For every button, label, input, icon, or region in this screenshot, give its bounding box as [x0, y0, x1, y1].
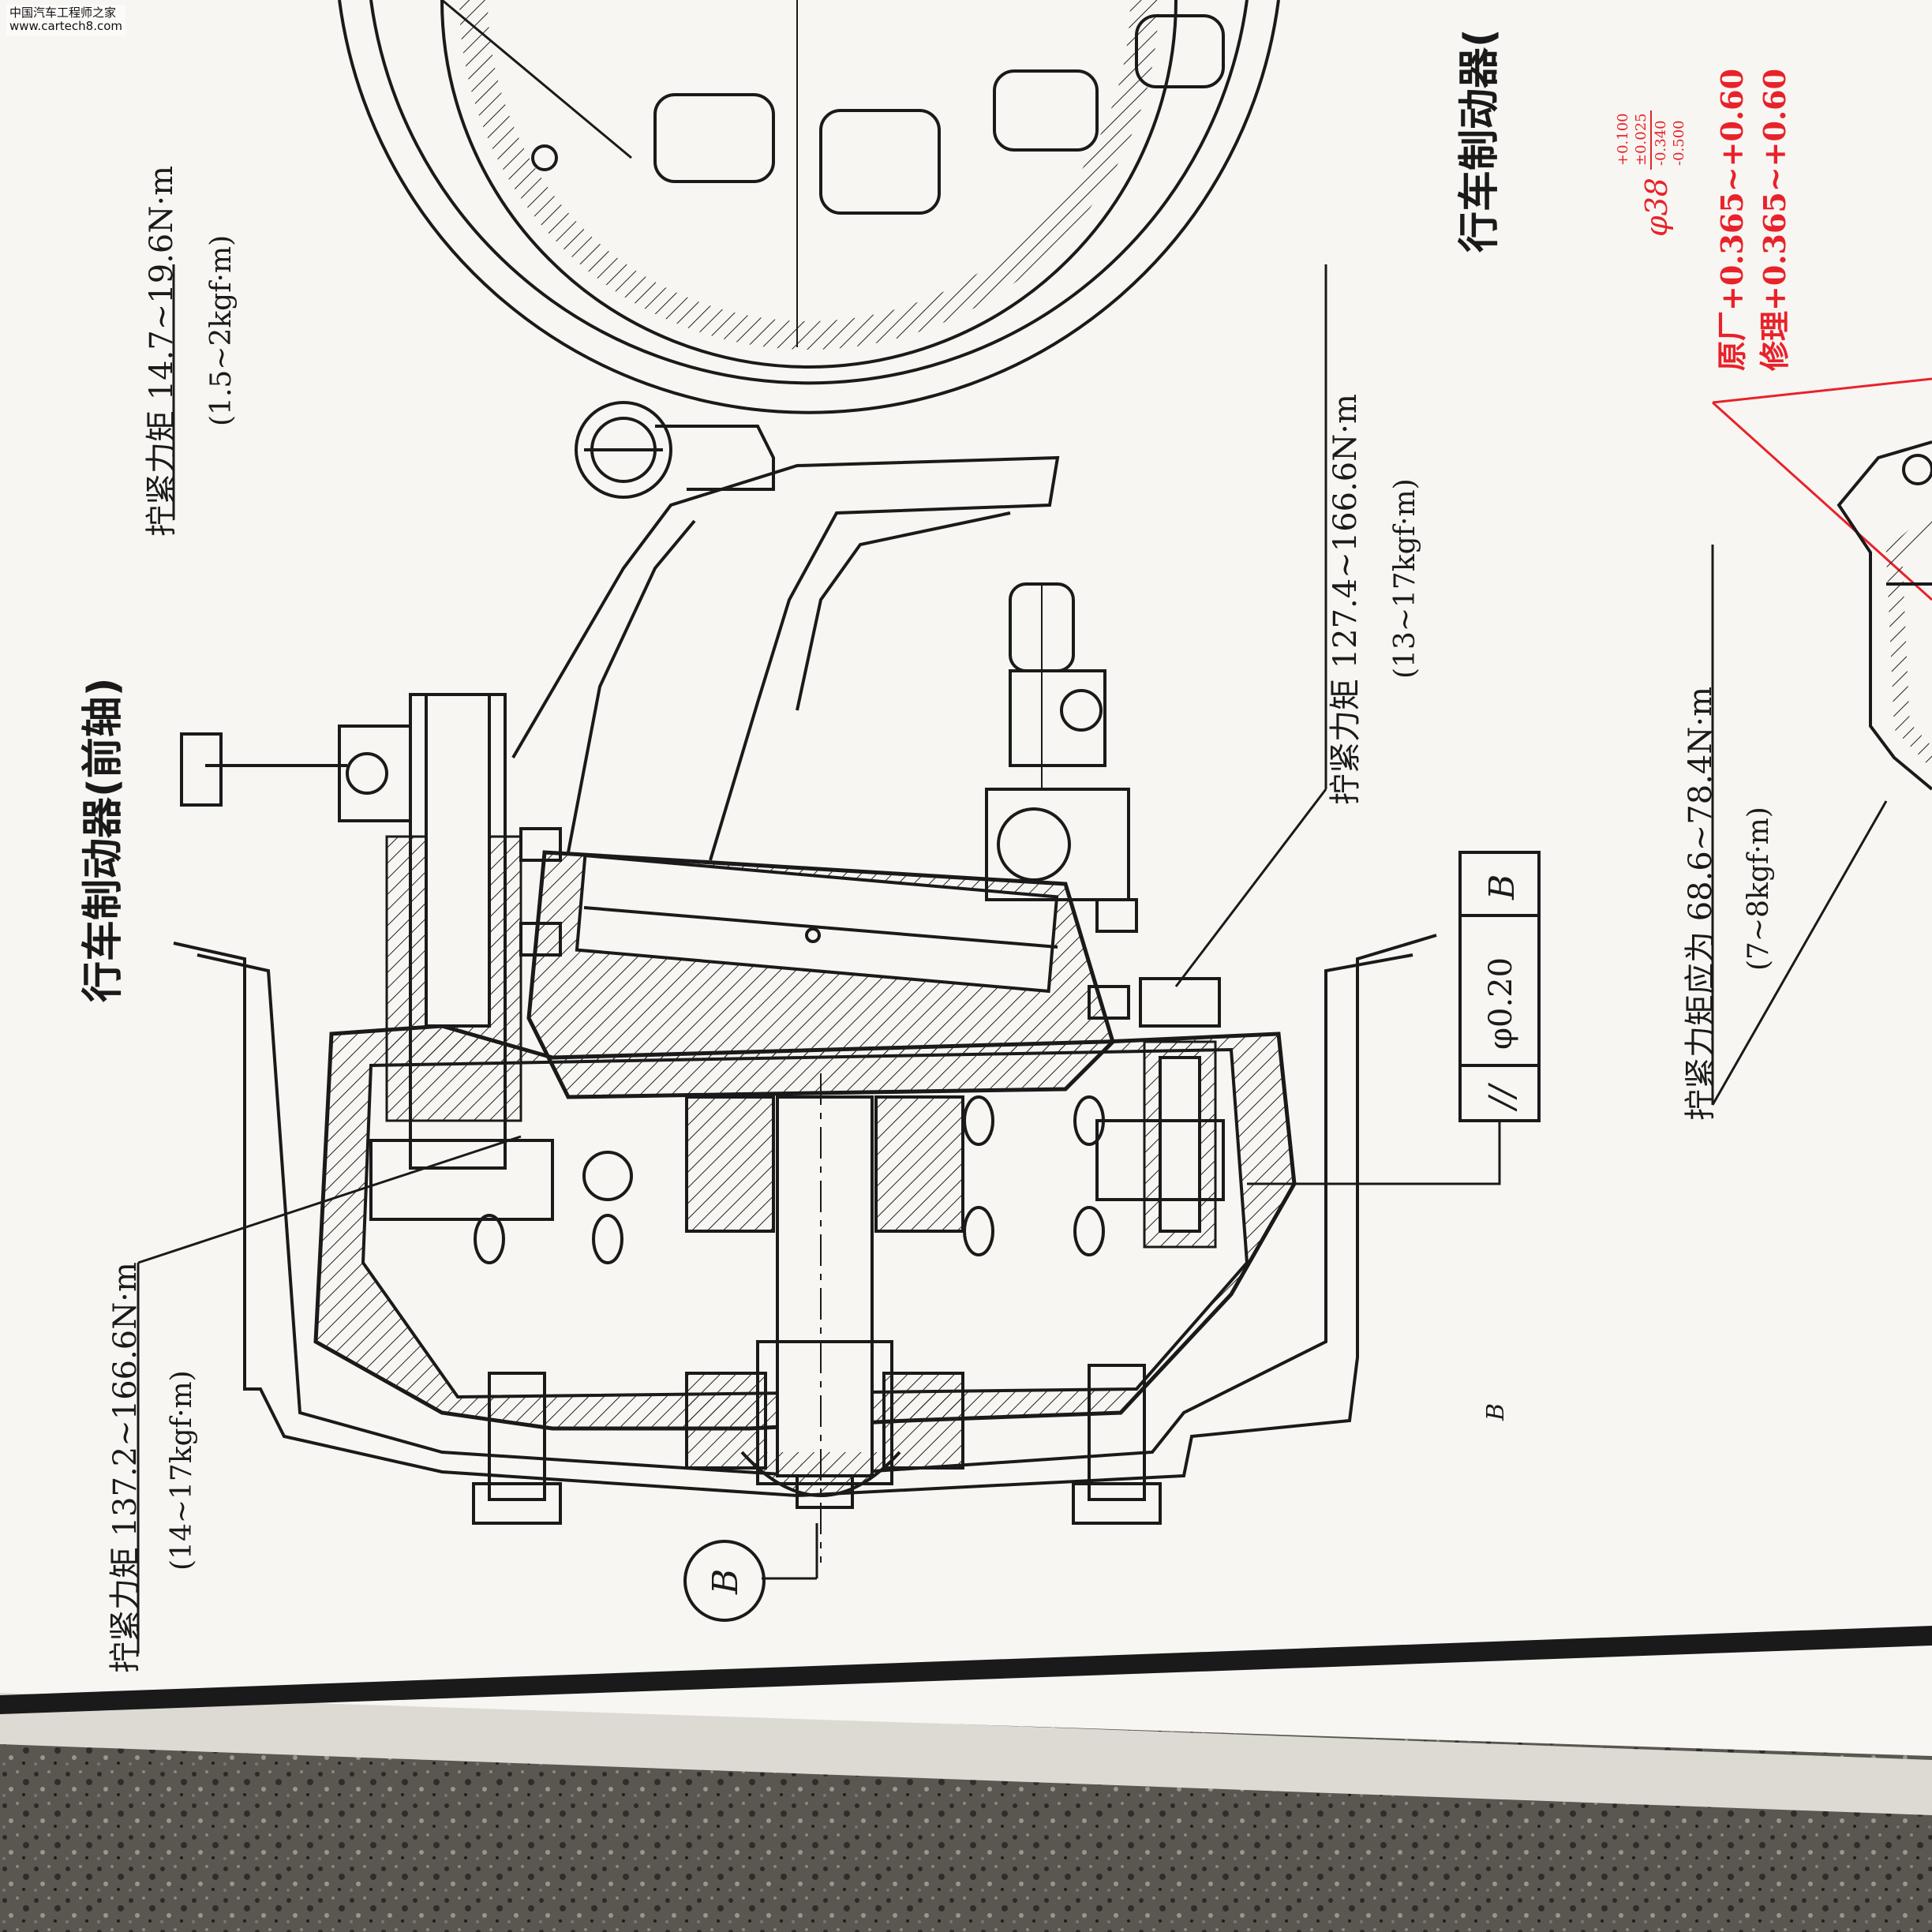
page-stack-edge [0, 1689, 1932, 1815]
red-tol-4: -0.500 [1671, 120, 1687, 166]
tolerance-datum: B [1482, 874, 1522, 900]
leader-lines [137, 264, 1888, 1653]
page-border-line [0, 1626, 1932, 1714]
torque-label-2-main: 拧紧力矩 127.4~166.6N·m [1327, 394, 1364, 805]
red-tol-3: -0.340 [1653, 120, 1669, 166]
section-title: 行车制动器(前轴) [80, 677, 127, 1002]
datum-b-label: B [706, 1569, 746, 1595]
datum-b-marker: B [683, 1540, 766, 1622]
red-tolerance-annotation: φ38 +0.100 ±0.025 -0.340 -0.500 原厂+0.365… [1615, 69, 1792, 371]
watermark-site-name: 中国汽车工程师之家 [9, 6, 117, 20]
tolerance-symbol: // [1482, 1082, 1522, 1112]
torque-label-3-main: 拧紧力矩 137.2~166.6N·m [107, 1262, 144, 1673]
red-original-line: 原厂+0.365~+0.60 [1714, 69, 1750, 371]
red-tol-1: +0.100 [1615, 113, 1631, 166]
torque-label-1-main: 拧紧力矩 14.7~19.6N·m [144, 166, 180, 537]
tolerance-value: φ0.20 [1483, 957, 1519, 1050]
tolerance-frame: // φ0.20 B [1458, 851, 1541, 1122]
small-datum-mark: B [1482, 1403, 1510, 1421]
torque-label-3-sub: (14~17kgf·m) [166, 1370, 198, 1571]
torque-label-2-sub: (13~17kgf·m) [1389, 478, 1421, 679]
torque-label-4-sub: (7~8kgf·m) [1743, 807, 1775, 971]
red-diameter: φ38 [1639, 178, 1674, 237]
site-watermark: 中国汽车工程师之家 www.cartech8.com [6, 5, 126, 36]
brake-assembly-cross-section [173, 401, 1437, 1580]
detail-part-right [1837, 440, 1932, 791]
torque-label-1-sub: (1.5~2kgf·m) [205, 235, 238, 426]
right-section-title: 行车制动器( [1456, 28, 1503, 253]
watermark-site-url: www.cartech8.com [9, 19, 123, 34]
red-tol-2: ±0.025 [1633, 113, 1649, 166]
red-repair-line: 修理+0.365~+0.60 [1757, 69, 1792, 371]
brake-drum-drawing [338, 0, 1280, 414]
torque-label-4-main: 拧紧力矩应为 68.6~78.4N·m [1683, 687, 1719, 1121]
